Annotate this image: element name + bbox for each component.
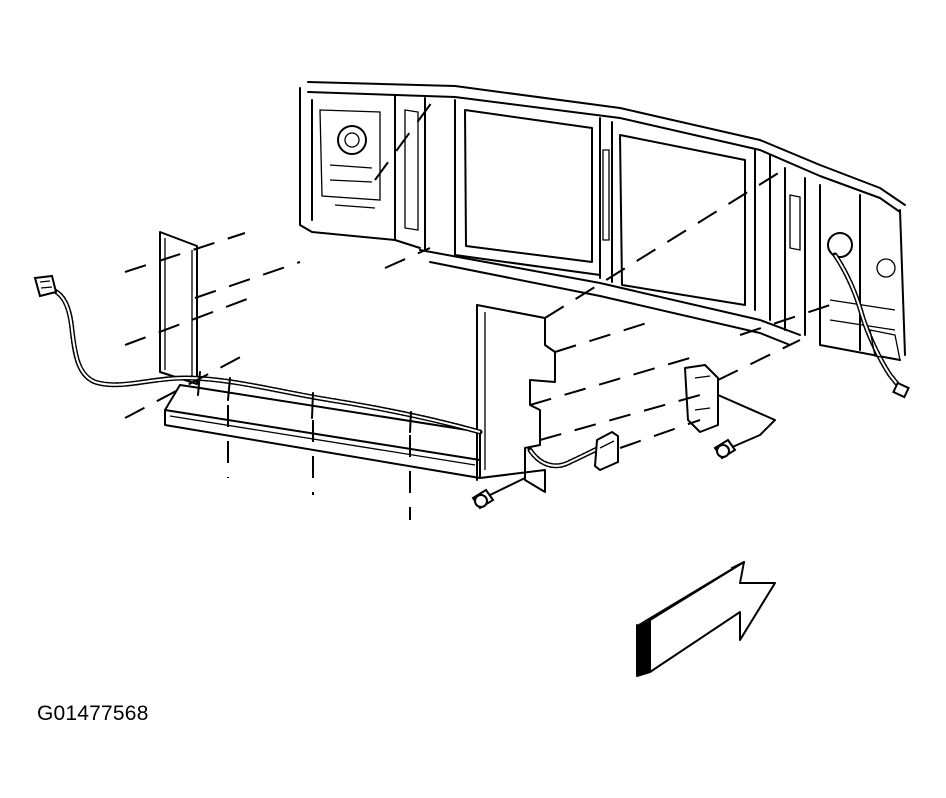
mounting-bracket	[684, 364, 776, 436]
bolt-right	[713, 434, 761, 460]
lower-air-deflector	[164, 304, 556, 493]
sensor-module	[593, 430, 619, 472]
radiator-support-frame	[299, 81, 910, 399]
explosion-lines	[124, 97, 831, 520]
bolt-lower	[471, 477, 526, 510]
figure-id-label: G01477568	[37, 702, 149, 725]
wiring-harness	[33, 274, 608, 469]
front-direction-arrow-icon	[636, 561, 776, 677]
